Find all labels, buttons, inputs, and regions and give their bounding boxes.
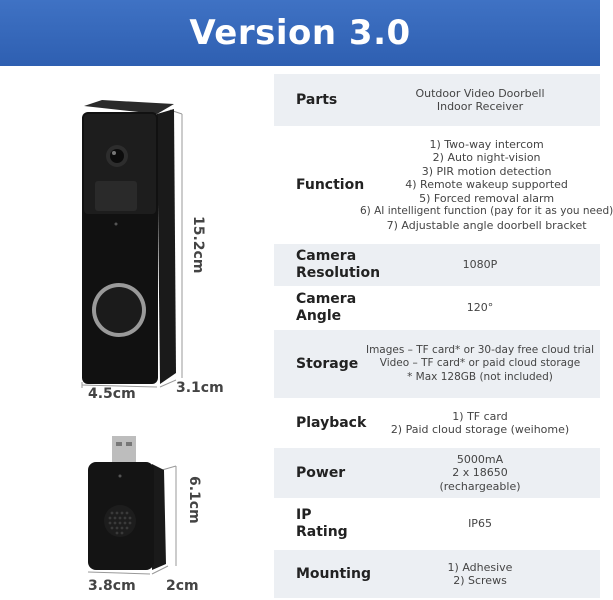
spec-label: Camera Angle — [296, 291, 357, 324]
spec-value: IP65 — [468, 517, 492, 531]
spec-value: 1080P — [462, 258, 498, 272]
spec-row-camera-resolution: Camera Resolution 1080P — [274, 244, 600, 288]
product-illustrations: 15.2cm 4.5cm 3.1cm 6.1cm 3.8cm 2cm — [0, 66, 272, 600]
spec-value: 120° — [466, 301, 494, 315]
receiver-width-label: 3.8cm — [88, 578, 136, 594]
spec-label: Playback — [296, 414, 367, 431]
spec-row-storage: Storage Images – TF card* or 30-day free… — [274, 330, 600, 400]
spec-label: Camera Resolution — [296, 248, 381, 281]
spec-row-ip-rating: IP Rating IP65 — [274, 500, 600, 550]
doorbell-depth-label: 3.1cm — [176, 380, 224, 396]
spec-label: Parts — [296, 91, 338, 108]
spec-label: IP Rating — [296, 507, 348, 540]
spec-label: Function — [296, 176, 365, 193]
spec-value: Images – TF card* or 30-day free cloud t… — [365, 343, 595, 383]
doorbell-image — [81, 100, 183, 575]
spec-row-camera-angle: Camera Angle 120° — [274, 288, 600, 330]
spec-label: Mounting — [296, 565, 371, 582]
doorbell-width-label: 4.5cm — [88, 386, 136, 402]
doorbell-height-label: 15.2cm — [190, 216, 206, 274]
page-title: Version 3.0 — [189, 13, 411, 53]
spec-label: Storage — [296, 355, 359, 372]
receiver-height-label: 6.1cm — [186, 476, 202, 524]
receiver-depth-label: 2cm — [166, 578, 199, 594]
title-banner: Version 3.0 — [0, 0, 600, 66]
spec-label: Power — [296, 464, 346, 481]
